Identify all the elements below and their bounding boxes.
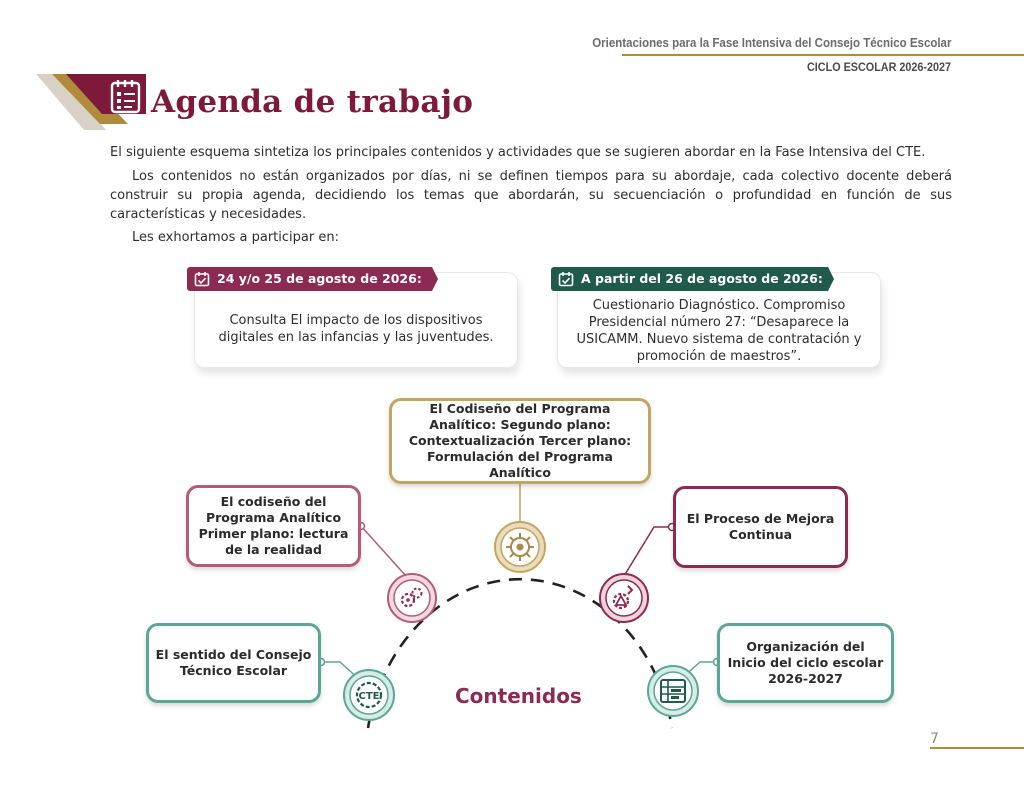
date-tag-1-label: 24 y/o 25 de agosto de 2026:	[217, 271, 422, 286]
document-header-title: Orientaciones para la Fase Intensiva del…	[591, 36, 951, 50]
page-title: Agenda de trabajo	[151, 84, 474, 120]
date-tag-2-label: A partir del 26 de agosto de 2026:	[581, 271, 823, 286]
topic-school-cycle-organization: Organización del Inicio del ciclo escola…	[717, 623, 894, 703]
calendar-check-icon	[194, 272, 210, 287]
date-tag-1: 24 y/o 25 de agosto de 2026:	[187, 267, 431, 291]
diagram-center-label: Contenidos	[455, 684, 582, 708]
topic-codesign-first: El codiseño del Programa Analítico Prime…	[186, 485, 361, 567]
agenda-icon	[110, 80, 141, 114]
topic-codesign-second-third: El Codiseño del Programa Analítico: Segu…	[389, 398, 651, 484]
agenda-paragraph: Los contenidos no están organizados por …	[110, 169, 952, 222]
schedule-board-icon	[647, 665, 699, 717]
header-divider	[622, 54, 1024, 56]
topic-continuous-improvement: El Proceso de Mejora Continua	[673, 486, 848, 568]
date-card-2-text: Cuestionario Diagnóstico. Compromiso Pre…	[576, 298, 862, 364]
improvement-gear-icon	[599, 573, 649, 623]
date-card-1-text: Consulta El impacto de los dispositivos …	[218, 313, 494, 345]
tag-2-tail	[824, 267, 834, 291]
svg-text:CTE: CTE	[359, 691, 380, 702]
cte-icon: CTE	[343, 669, 395, 721]
calendar-check-icon	[558, 272, 574, 287]
school-cycle-label: CICLO ESCOLAR 2026-2027	[806, 60, 951, 74]
date-tag-2: A partir del 26 de agosto de 2026:	[551, 267, 827, 291]
intro-paragraph: El siguiente esquema sintetiza los princ…	[110, 145, 926, 160]
network-gear-icon	[494, 521, 546, 573]
topic-cte-meaning: El sentido del Consejo Técnico Escolar	[146, 623, 321, 703]
tag-1-tail	[428, 267, 438, 291]
footer-divider	[930, 747, 1024, 749]
exhort-paragraph: Les exhortamos a participar en:	[132, 230, 339, 245]
page-number: 7	[930, 731, 939, 747]
gears-icon	[387, 573, 437, 623]
